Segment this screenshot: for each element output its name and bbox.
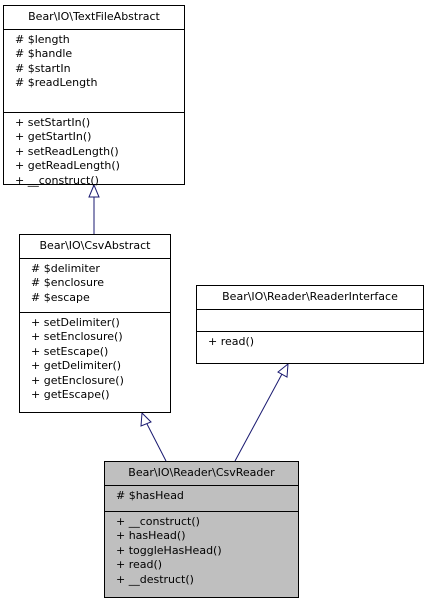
attribute: # $startIn (15, 61, 71, 75)
class-name: Bear\IO\Reader\CsvReader (105, 462, 298, 486)
class-name: Bear\IO\TextFileAbstract (4, 6, 184, 30)
attribute-list: # $delimiter # $enclosure # $escape (20, 259, 170, 313)
attribute: # $enclosure (31, 276, 105, 290)
attribute-list: # $length # $handle # $startIn # $readLe… (4, 30, 184, 113)
edge-csvreader-implements-readerinterface (234, 362, 289, 462)
attribute: # $delimiter (31, 262, 100, 275)
operation: + read() (208, 335, 255, 348)
attribute: # $length (15, 33, 70, 46)
attribute: # $readLength (15, 76, 98, 90)
operation-list: + read() (197, 332, 423, 349)
operation: + toggleHasHead() (116, 543, 222, 557)
edge-csvreader-extends-csvabstract (140, 411, 167, 462)
operation-list: + __construct() + hasHead() + toggleHasH… (105, 512, 298, 587)
operation: + getReadLength() (15, 159, 120, 173)
operation: + __destruct() (116, 572, 194, 586)
operation: + setEnclosure() (31, 330, 123, 344)
attribute: # $hasHead (116, 489, 184, 502)
operation: + getDelimiter() (31, 359, 122, 373)
operation: + setDelimiter() (31, 316, 120, 329)
operation: + __construct() (116, 515, 200, 528)
operation: + setEscape() (31, 344, 109, 358)
operation: + setStartIn() (15, 116, 91, 129)
class-name: Bear\IO\CsvAbstract (20, 235, 170, 259)
operation: + getEnclosure() (31, 373, 124, 387)
class-name: Bear\IO\Reader\ReaderInterface (197, 286, 423, 310)
edge-csvabstract-extends-textfileabstract (88, 183, 100, 234)
operation: + setReadLength() (15, 144, 119, 158)
attribute-list: # $hasHead (105, 486, 298, 512)
class-reader-interface[interactable]: Bear\IO\Reader\ReaderInterface + read() (196, 285, 424, 364)
attribute: # $escape (31, 290, 90, 304)
class-csv-reader[interactable]: Bear\IO\Reader\CsvReader # $hasHead + __… (104, 461, 299, 598)
class-text-file-abstract[interactable]: Bear\IO\TextFileAbstract # $length # $ha… (3, 5, 185, 188)
operation-list: + setDelimiter() + setEnclosure() + setE… (20, 313, 170, 402)
class-csv-abstract[interactable]: Bear\IO\CsvAbstract # $delimiter # $encl… (19, 234, 171, 413)
operation: + read() (116, 558, 163, 572)
operation: + hasHead() (116, 529, 186, 543)
operation-list: + setStartIn() + getStartIn() + setReadL… (4, 113, 184, 188)
operation: + getStartIn() (15, 130, 92, 144)
attribute-list (197, 310, 423, 332)
attribute: # $handle (15, 47, 73, 61)
operation: + __construct() (15, 173, 99, 187)
operation: + getEscape() (31, 388, 110, 402)
